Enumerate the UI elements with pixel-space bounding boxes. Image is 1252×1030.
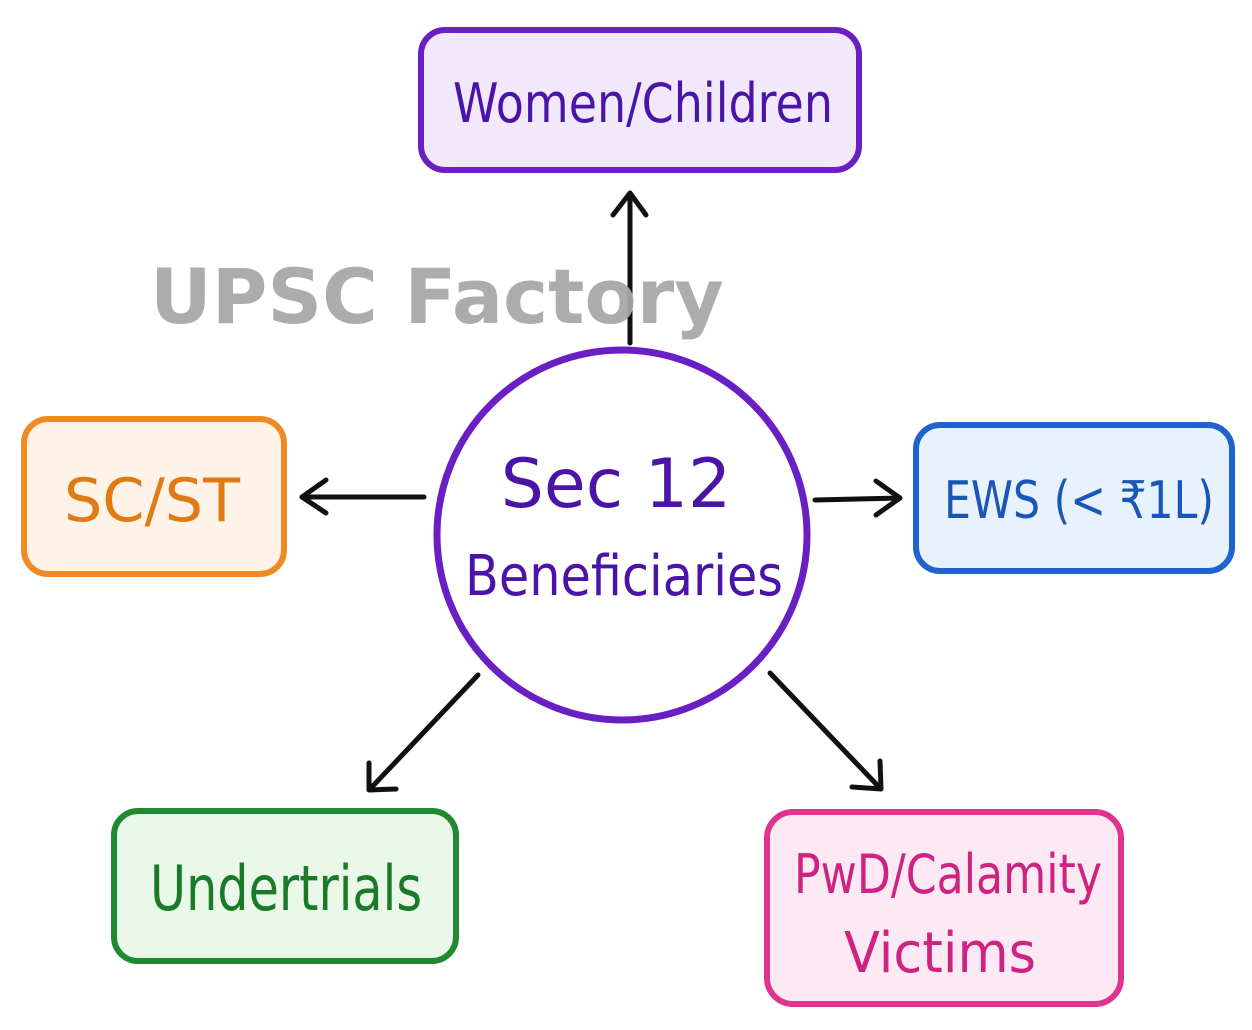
center-circle <box>433 346 811 724</box>
node-sc-st: SC/ST <box>21 416 287 577</box>
center-label-line1: Sec 12 <box>501 445 732 524</box>
node-undertrials-box <box>111 808 459 964</box>
node-sc-st-label: SC/ST <box>64 466 240 536</box>
node-ews: EWS (< ₹1L) <box>913 422 1235 574</box>
node-pwd-calamity-label-line2: Victims <box>844 921 1036 986</box>
arrow-to-ews <box>812 478 903 518</box>
node-sc-st-box <box>21 416 287 577</box>
node-undertrials: Undertrials <box>111 808 459 964</box>
node-women-children-label: Women/Children <box>453 72 833 135</box>
arrow-to-women-children <box>610 190 649 346</box>
node-pwd-calamity-label-line1: PwD/Calamity <box>794 843 1102 906</box>
node-ews-label: EWS (< ₹1L) <box>944 471 1214 531</box>
arrow-to-pwd <box>767 670 884 792</box>
arrow-to-undertrials <box>366 672 481 793</box>
center-label-line2: Beneficiaries <box>465 544 783 609</box>
watermark-text: UPSC Factory <box>150 252 724 341</box>
node-women-children-box <box>418 27 862 173</box>
node-ews-box <box>913 422 1235 574</box>
node-pwd-calamity: PwD/Calamity Victims <box>764 809 1124 1007</box>
connector-arrows <box>299 190 903 793</box>
node-women-children: Women/Children <box>418 27 862 173</box>
node-undertrials-label: Undertrials <box>150 852 422 925</box>
arrow-to-sc-st <box>299 477 427 516</box>
node-pwd-calamity-box <box>764 809 1124 1007</box>
center-node: Sec 12 Beneficiaries <box>433 346 811 724</box>
